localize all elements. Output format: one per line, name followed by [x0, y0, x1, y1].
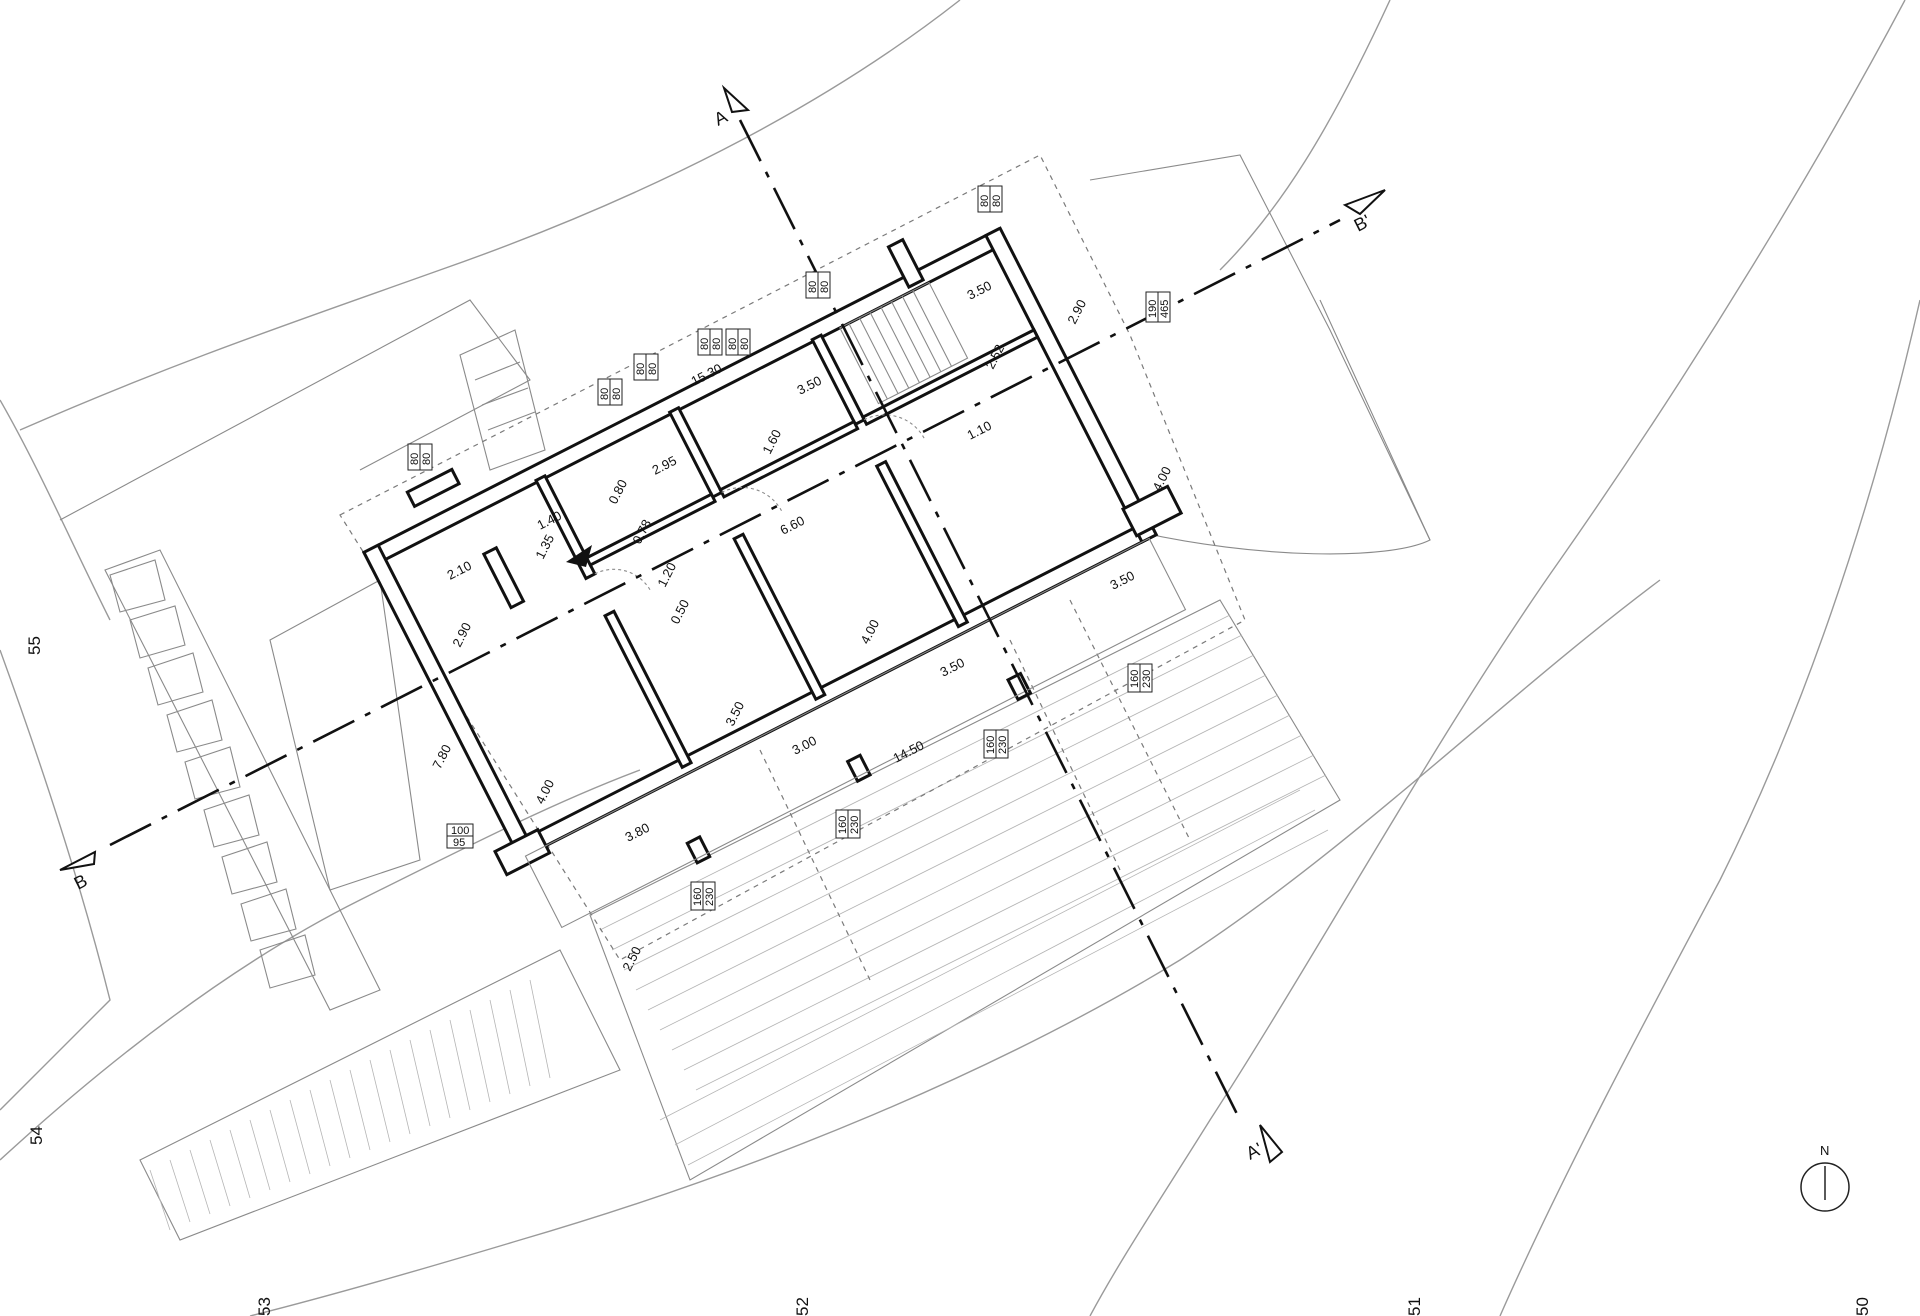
dim-living-width: 3.80 — [623, 820, 652, 845]
svg-text:230: 230 — [704, 888, 716, 906]
dim-wc-a: 0.80 — [605, 477, 630, 506]
dim-living-depth: 4.00 — [532, 777, 557, 806]
dim-room-mid-height: 3.50 — [722, 699, 747, 728]
svg-text:80: 80 — [807, 281, 819, 293]
dim-overall-left: 7.80 — [429, 742, 454, 771]
dim-living-height: 2.90 — [449, 620, 474, 649]
dim-room-mid-width: 3.00 — [790, 733, 819, 758]
svg-text:160: 160 — [985, 736, 997, 754]
section-label-a: A — [711, 106, 731, 129]
svg-text:80: 80 — [635, 363, 647, 375]
svg-text:230: 230 — [997, 736, 1009, 754]
svg-text:80: 80 — [421, 453, 433, 465]
section-label-b-prime: B' — [1351, 211, 1374, 236]
entrance-arrow-icon — [566, 545, 592, 567]
section-axes — [109, 119, 1341, 1121]
dim-room-far-width: 3.50 — [1108, 568, 1137, 593]
dim-bath-width: 2.95 — [650, 453, 679, 478]
contour-label-52: 52 — [793, 1297, 812, 1316]
svg-text:80: 80 — [727, 338, 739, 350]
svg-text:80: 80 — [819, 281, 831, 293]
dim-corridor-a: 1.10 — [965, 418, 994, 443]
contour-label-55: 55 — [25, 636, 44, 655]
dim-entry-c: 2.10 — [445, 558, 474, 583]
contour-elevation-labels: 55 54 53 52 51 50 — [25, 636, 1872, 1316]
site-paving — [59, 299, 546, 1011]
svg-text:80: 80 — [647, 363, 659, 375]
dim-room-top-b: 3.50 — [965, 278, 994, 303]
svg-text:190: 190 — [1147, 300, 1159, 318]
dim-room-right-width: 3.50 — [938, 655, 967, 680]
dim-overall-bottom: 14.50 — [891, 738, 927, 766]
svg-text:160: 160 — [837, 816, 849, 834]
svg-text:80: 80 — [409, 453, 421, 465]
dim-wc-c: 0.50 — [667, 597, 692, 626]
north-arrow: N — [1800, 1143, 1850, 1212]
dim-room-top-a: 3.50 — [795, 373, 824, 398]
north-label: N — [1820, 1143, 1829, 1158]
svg-text:80: 80 — [699, 338, 711, 350]
svg-text:160: 160 — [692, 888, 704, 906]
svg-text:465: 465 — [1159, 300, 1171, 318]
svg-text:80: 80 — [611, 388, 623, 400]
svg-text:95: 95 — [453, 837, 465, 849]
svg-text:100: 100 — [451, 825, 469, 837]
section-arrow-b-left: B — [59, 850, 97, 894]
svg-text:230: 230 — [1141, 670, 1153, 688]
dim-entry-b: 1.35 — [532, 532, 557, 561]
svg-text:160: 160 — [1129, 670, 1141, 688]
dim-corridor-b: 6.60 — [778, 513, 807, 538]
svg-text:230: 230 — [849, 816, 861, 834]
section-arrow-b-right: B' — [1342, 189, 1386, 236]
contour-label-50: 50 — [1853, 1297, 1872, 1316]
svg-text:80: 80 — [739, 338, 751, 350]
contour-label-53: 53 — [255, 1297, 274, 1316]
section-label-a-prime: A' — [1243, 1139, 1266, 1164]
contour-label-54: 54 — [27, 1126, 46, 1145]
svg-text:80: 80 — [979, 195, 991, 207]
dim-bath-height: 1.60 — [759, 427, 784, 456]
svg-text:80: 80 — [711, 338, 723, 350]
contour-label-51: 51 — [1405, 1297, 1424, 1316]
section-arrow-a-bottom: A' — [1243, 1124, 1284, 1164]
dim-stair-width: 2.90 — [1064, 297, 1089, 326]
roof-outline — [339, 154, 1246, 981]
svg-text:80: 80 — [991, 195, 1003, 207]
dim-corridor-c: 1.20 — [654, 560, 679, 589]
dim-room-right-height: 4.00 — [857, 617, 882, 646]
svg-text:80: 80 — [599, 388, 611, 400]
section-label-b: B — [71, 870, 91, 893]
terrace-hatch — [139, 599, 1341, 1241]
building-walls — [361, 226, 1187, 929]
